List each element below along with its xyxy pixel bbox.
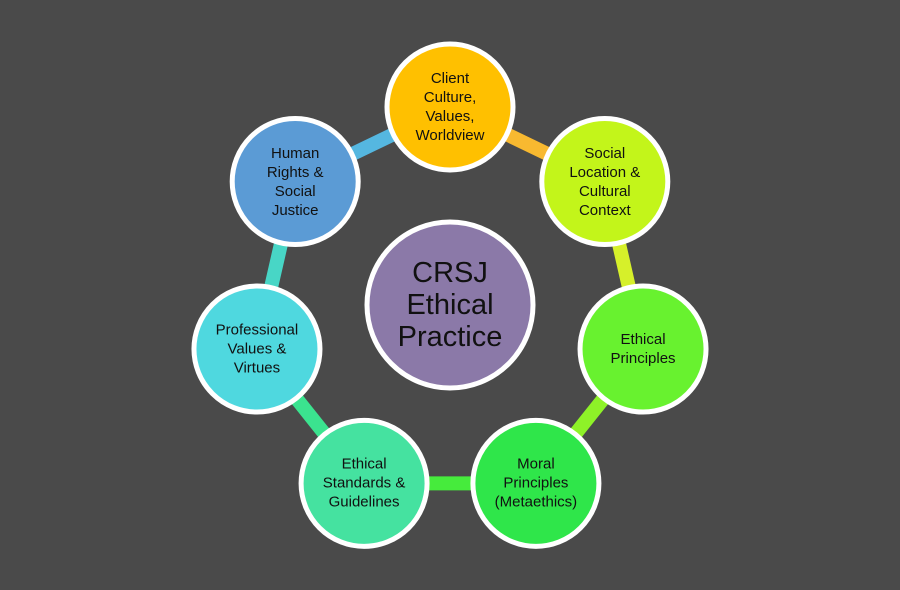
- node-label-line: Ethical: [620, 331, 666, 349]
- node-moral-principles: [470, 417, 602, 549]
- center-label-line: Ethical: [406, 289, 494, 321]
- node-label-line: Context: [578, 201, 631, 219]
- node-label-line: Values,: [425, 108, 475, 125]
- node-label-line: Ethical: [341, 455, 387, 473]
- node-label-line: Values &: [227, 340, 287, 358]
- center-node: [364, 219, 536, 391]
- node-social-location: [539, 116, 671, 248]
- node-professional-values: [191, 283, 323, 415]
- node-ethical-principles: [577, 283, 709, 415]
- node-label-line: Moral: [517, 455, 555, 473]
- node-label-line: Standards &: [322, 474, 406, 492]
- node-client-culture: [384, 41, 516, 173]
- node-label-line: Location &: [569, 163, 641, 181]
- node-label-line: Justice: [271, 201, 319, 219]
- node-label-line: Rights &: [266, 163, 324, 181]
- center-label-line: CRSJ: [412, 257, 488, 289]
- node-label-line: Client: [430, 70, 470, 87]
- node-label-line: Culture,: [423, 89, 477, 106]
- node-label-line: Worldview: [415, 127, 485, 144]
- node-label-line: Virtues: [233, 359, 281, 377]
- node-human-rights: [229, 116, 361, 248]
- node-label-line: Social: [274, 182, 316, 200]
- node-label-line: Professional: [215, 321, 299, 339]
- node-label-line: Human: [271, 144, 320, 162]
- node-label-line: Principles: [503, 474, 569, 492]
- node-label-line: Social: [584, 144, 626, 162]
- node-label-line: Cultural: [578, 182, 631, 200]
- node-label-line: Principles: [610, 350, 676, 368]
- node-layer: [191, 41, 709, 549]
- center-label-line: Practice: [397, 321, 503, 353]
- node-label-line: Guidelines: [328, 493, 400, 511]
- node-ethical-standards: [298, 417, 430, 549]
- node-label-line: (Metaethics): [494, 493, 578, 511]
